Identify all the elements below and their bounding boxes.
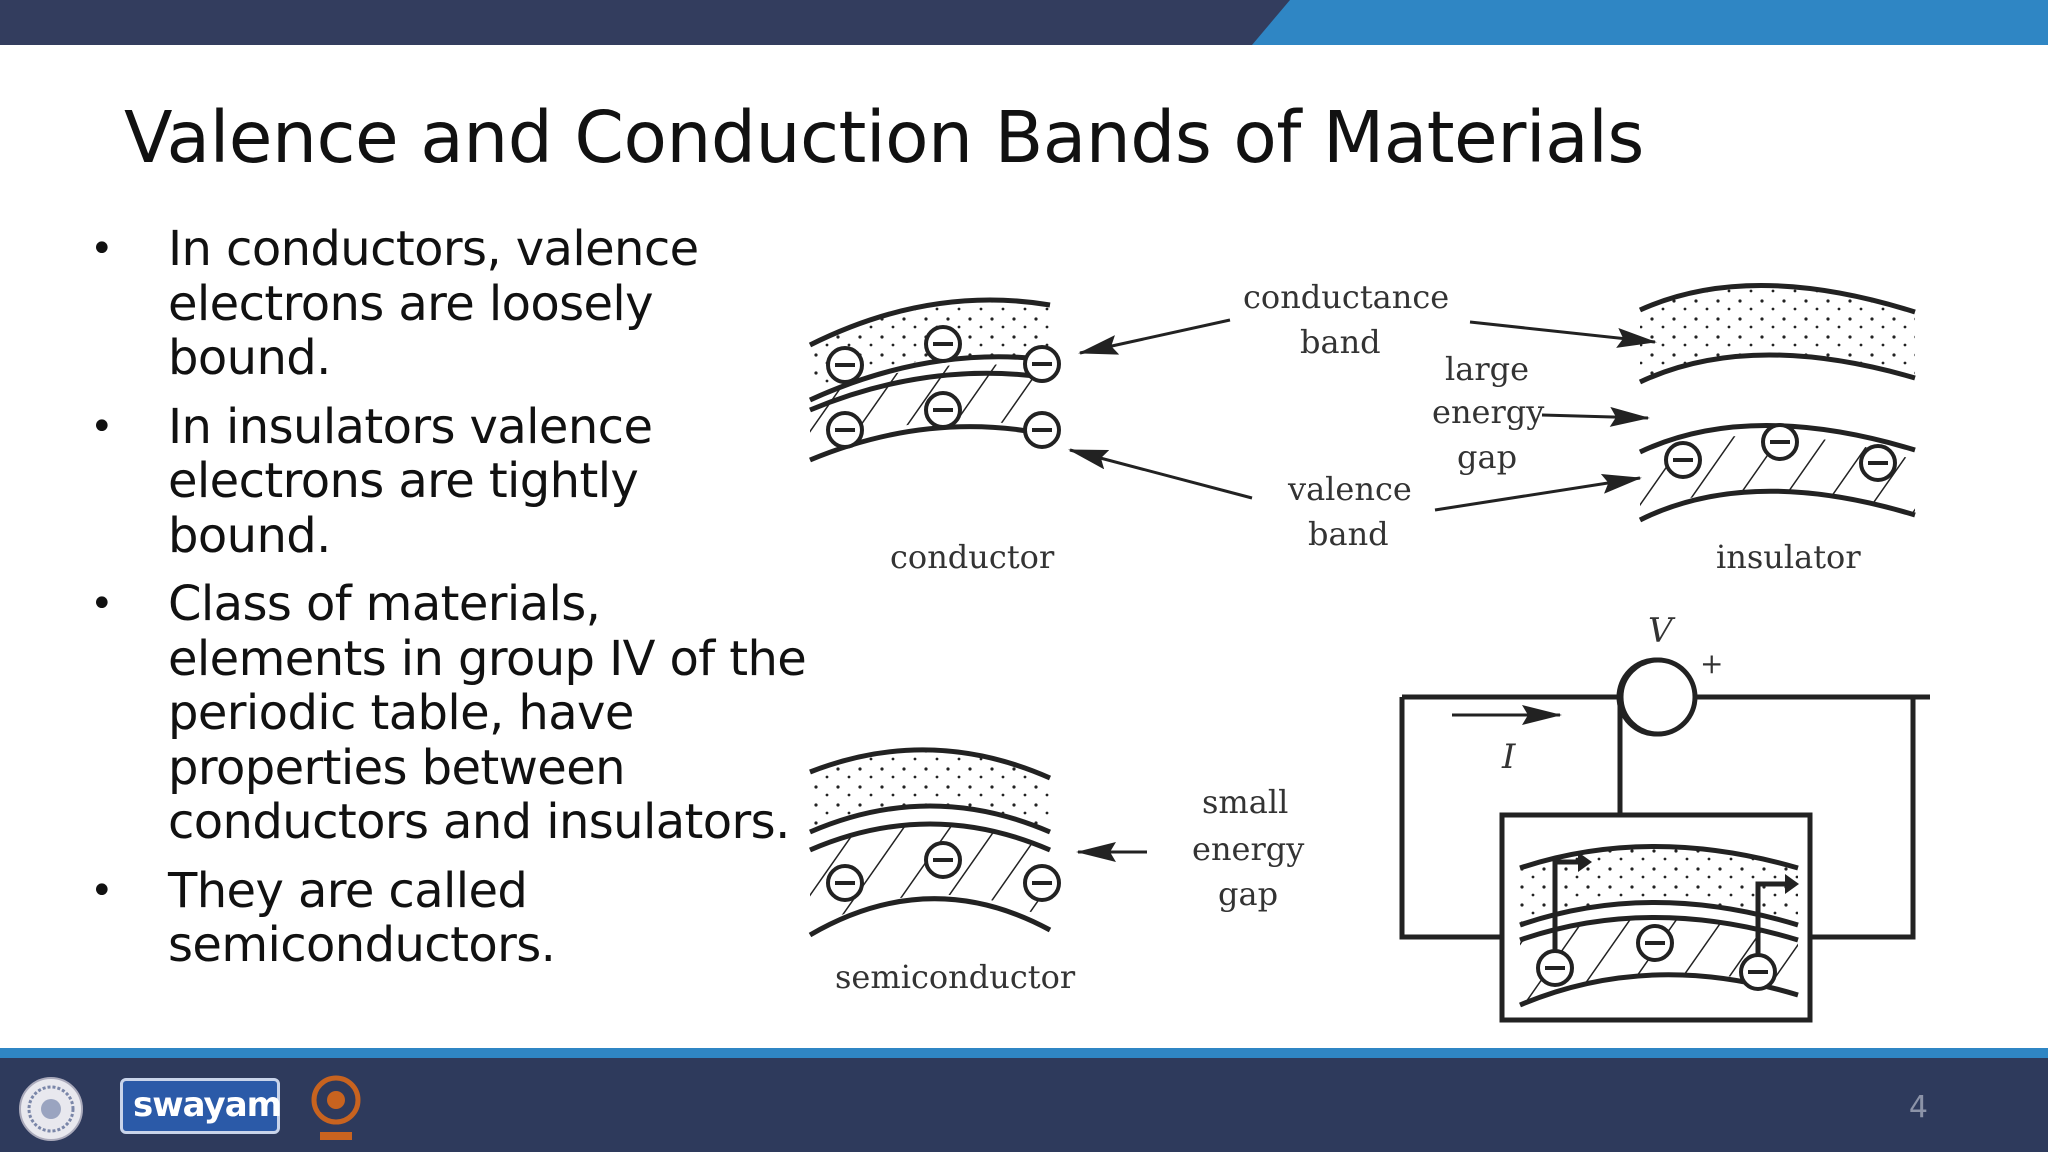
arrow-to-conductor-valence: [1068, 448, 1253, 500]
electron-icon: [1023, 864, 1061, 902]
top-banner: [0, 0, 2048, 45]
page-number: 4: [1908, 1090, 1928, 1125]
electron-icon: [924, 391, 962, 429]
valence-band-label: band: [1308, 515, 1389, 553]
conductor-label: conductor: [890, 538, 1055, 576]
bullet-text: They are called semiconductors.: [168, 862, 556, 973]
large-gap-label: energy: [1432, 393, 1544, 431]
electron-icon: [826, 411, 864, 449]
arrow-to-conductor-band: [1078, 318, 1231, 355]
small-gap-label: energy: [1192, 830, 1304, 868]
bullet-list: • In conductors, valence electrons are lo…: [90, 222, 810, 987]
conduction-band-insulator: [1640, 284, 1915, 382]
bullet-dot: •: [90, 867, 114, 914]
plus-label: +: [1700, 647, 1723, 680]
insulator-band-diagram: insulator: [1638, 283, 1916, 576]
voltage-source: [1616, 657, 1696, 737]
swayam-logo-text: swayam: [133, 1085, 282, 1125]
semiconductor-band-diagram: semiconductor: [808, 747, 1076, 996]
electron-icon: [826, 864, 864, 902]
arrow-to-insulator-band: [1469, 320, 1657, 348]
current-label: I: [1501, 737, 1516, 777]
large-gap-label: large: [1445, 350, 1529, 388]
conductor-band-diagram: conductor: [808, 297, 1061, 576]
band-diagram: conductor conductance band valence band …: [808, 278, 1930, 996]
valence-band-label: valence: [1287, 470, 1412, 508]
conductance-band-label: band: [1300, 323, 1381, 361]
electron-icon: [1859, 444, 1897, 482]
bullet-item: • In conductors, valence electrons are lo…: [90, 222, 810, 386]
bullet-dot: •: [90, 226, 114, 272]
electron-icon: [1023, 345, 1061, 383]
electron-icon: [924, 325, 962, 363]
voltage-label: V: [1648, 611, 1676, 651]
insulator-label: insulator: [1716, 538, 1861, 576]
footer-bar: swayam 4: [0, 1048, 2048, 1152]
bullet-item: • In insulators valence electrons are tig…: [90, 398, 810, 564]
electron-icon: [1761, 423, 1799, 461]
valence-band-semiconductor: [810, 826, 1050, 930]
electron-icon: [1664, 441, 1702, 479]
valence-band-insulator: [1640, 435, 1915, 515]
swayam-logo: swayam: [120, 1078, 282, 1134]
bullet-dot: •: [90, 403, 114, 450]
electron-icon: [1023, 411, 1061, 449]
conductance-band-label: conductance: [1243, 278, 1449, 316]
bullet-item: • They are called semiconductors.: [90, 862, 810, 973]
electron-icon: [924, 841, 962, 879]
large-gap-label: gap: [1457, 438, 1517, 476]
bullet-text: In conductors, valence electrons are loo…: [168, 221, 699, 386]
bullet-text: Class of materials, elements in group IV…: [168, 576, 807, 850]
small-gap-label: gap: [1218, 875, 1278, 913]
small-gap-label: small: [1202, 783, 1288, 821]
slide-title: Valence and Conduction Bands of Material…: [124, 96, 1644, 179]
bullet-text: In insulators valence electrons are tigh…: [168, 398, 653, 564]
arrow-to-insulator-valence: [1434, 473, 1642, 512]
bullet-item: • Class of materials, elements in group I…: [90, 577, 810, 850]
iit-seal-logo: [19, 1077, 83, 1141]
bullet-dot: •: [90, 581, 114, 627]
electron-icon: [826, 346, 864, 384]
arrow-to-energy-gap: [1541, 406, 1650, 427]
circuit-diagram: V + I: [1452, 611, 1930, 940]
semiconductor-label: semiconductor: [835, 958, 1076, 996]
nptel-logo: [311, 1075, 361, 1140]
